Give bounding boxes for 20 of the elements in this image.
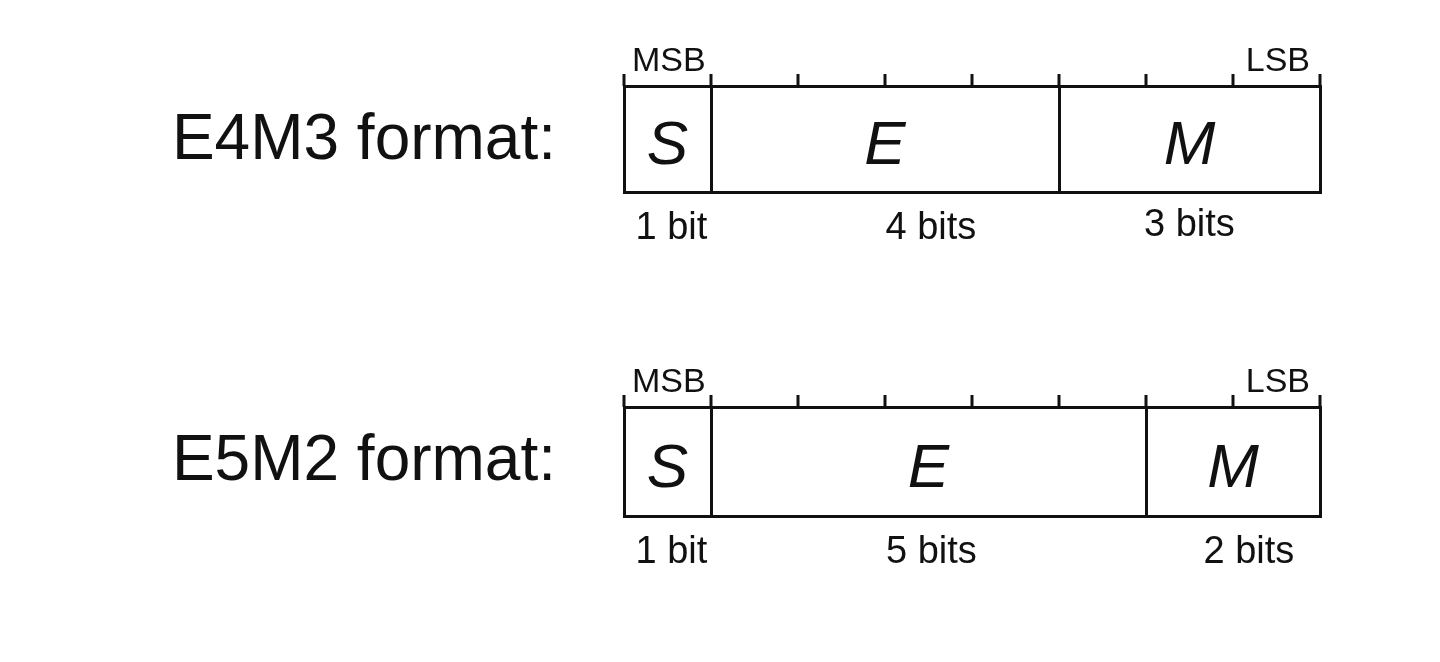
- field-symbol: E: [907, 434, 950, 497]
- bit-order-label: MSB: [632, 41, 706, 76]
- bit-order-label: MSB: [632, 362, 706, 397]
- field-symbol: E: [864, 112, 906, 174]
- format-label: E5M2 format:: [171, 425, 556, 490]
- bit-field-cell: [622, 84, 713, 194]
- field-symbol: S: [646, 434, 689, 497]
- bit-count-label: 4 bits: [885, 207, 977, 245]
- bit-count-label: 3 bits: [1144, 204, 1235, 242]
- field-symbol: M: [1163, 112, 1216, 174]
- bit-count-label: 2 bits: [1203, 531, 1295, 569]
- bit-order-label: LSB: [1245, 41, 1310, 76]
- bit-field-cell: [622, 405, 713, 518]
- field-symbol: S: [646, 112, 689, 174]
- format-label: E4M3 format:: [171, 104, 556, 169]
- bit-count-label: 1 bit: [635, 531, 708, 569]
- bit-count-label: 5 bits: [886, 531, 977, 569]
- bit-count-label: 1 bit: [635, 207, 708, 245]
- field-symbol: M: [1207, 434, 1259, 497]
- bit-order-label: LSB: [1245, 362, 1310, 397]
